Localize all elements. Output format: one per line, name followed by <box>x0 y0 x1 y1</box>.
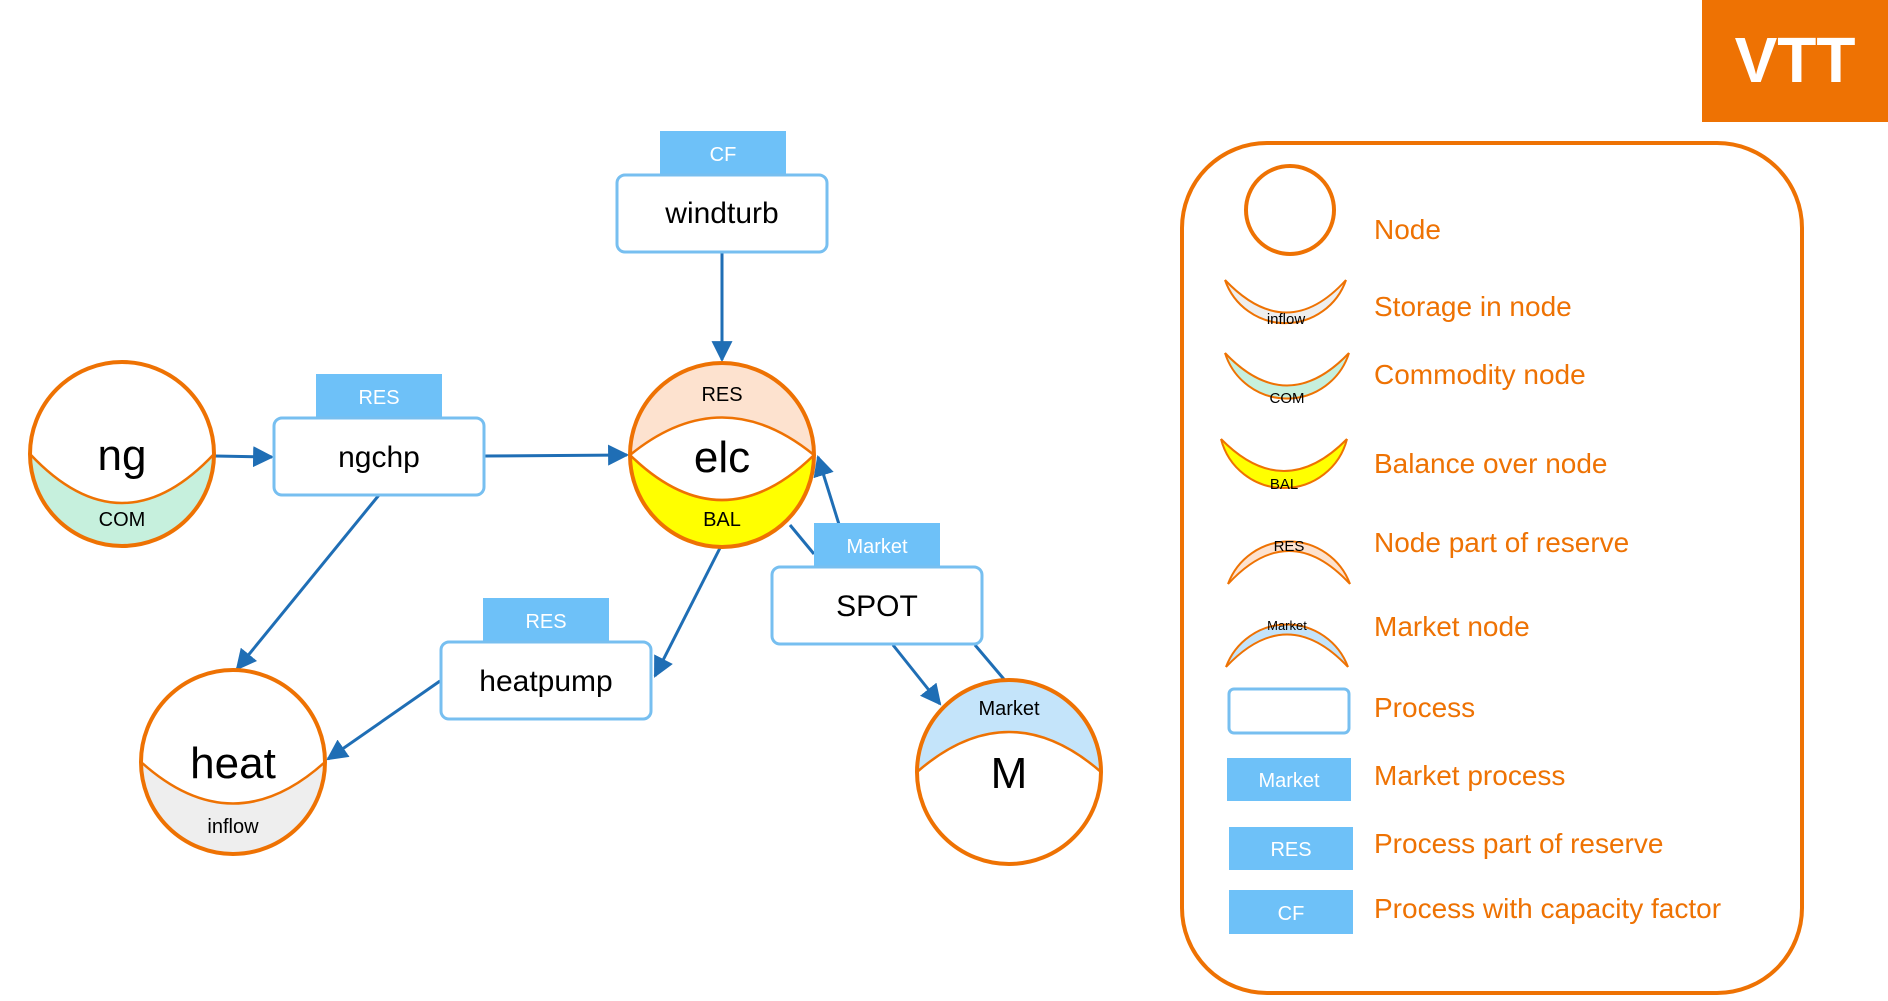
market-segment <box>917 680 1101 772</box>
legend-market-process-tag: Market <box>1258 770 1320 792</box>
legend-market-process-icon <box>1227 758 1351 801</box>
line-elc-to-spot <box>788 524 816 555</box>
legend-cf-process-label: Process with capacity factor <box>1374 893 1721 924</box>
legend-reserve-icon <box>1228 541 1350 584</box>
node-elc[interactable]: RES elc BAL <box>628 361 816 549</box>
balance-tag: BAL <box>703 509 741 531</box>
legend-storage-tag: inflow <box>1267 311 1306 328</box>
process-windturb[interactable]: CF windturb <box>615 131 829 254</box>
legend-node-label: Node <box>1374 214 1441 245</box>
legend-cf-process-icon <box>1229 890 1353 934</box>
legend-market-label: Market node <box>1374 611 1530 642</box>
legend-node-icon <box>1244 164 1336 256</box>
storage-tag: inflow <box>207 816 259 838</box>
arrow-spot-to-m <box>891 644 942 706</box>
market-tag: Market <box>846 536 908 558</box>
legend-reserve-tag: RES <box>1274 538 1305 555</box>
node-circle <box>628 361 816 549</box>
process-box <box>770 565 984 646</box>
process-box <box>272 416 486 497</box>
commodity-tag: COM <box>99 509 146 531</box>
reserve-tag: RES <box>358 387 399 409</box>
arrow-ngchp-to-heat <box>235 494 381 671</box>
node-label: ng <box>98 431 147 480</box>
legend-balance-tag: BAL <box>1270 476 1298 493</box>
legend-balance-label: Balance over node <box>1374 448 1608 479</box>
legend-process-icon <box>1227 687 1351 735</box>
market-tag-box <box>814 523 940 566</box>
cf-tag-box <box>660 131 786 174</box>
arrow-ngchp-to-elc <box>484 444 630 466</box>
legend-process-label: Process <box>1374 692 1475 723</box>
logo-text: VTT <box>1735 24 1856 96</box>
arrow-ng-to-ngchp <box>214 446 275 468</box>
legend-market-process-label: Market process <box>1374 760 1565 791</box>
cf-tag: CF <box>710 144 737 166</box>
process-label: ngchp <box>338 441 420 474</box>
node-circle <box>139 668 327 856</box>
node-circle <box>915 678 1103 866</box>
storage-segment <box>141 762 325 854</box>
node-heat[interactable]: heat inflow <box>139 668 327 856</box>
vtt-logo: VTT <box>1702 0 1888 122</box>
legend-reserve-process-tag: RES <box>1270 839 1311 861</box>
process-label: windturb <box>664 197 778 230</box>
node-ng[interactable]: ng COM <box>28 360 216 548</box>
process-ngchp[interactable]: RES ngchp <box>272 374 486 497</box>
reserve-tag-box <box>316 374 442 417</box>
node-m[interactable]: Market M <box>915 678 1103 866</box>
legend-market-tag: Market <box>1267 618 1307 633</box>
node-label: elc <box>694 433 750 482</box>
node-label: heat <box>190 739 276 788</box>
legend-balance-icon <box>1221 439 1347 489</box>
legend: Node inflow Storage in node COM Commodit… <box>1180 141 1804 995</box>
legend-reserve-label: Node part of reserve <box>1374 527 1629 558</box>
process-box <box>615 173 829 254</box>
legend-cf-process-tag: CF <box>1278 903 1305 925</box>
arrow-elc-to-heatpump <box>653 547 722 678</box>
arrow-heatpump-to-heat <box>326 679 441 761</box>
process-label: heatpump <box>479 665 612 698</box>
legend-market-icon <box>1226 624 1348 667</box>
market-tag: Market <box>978 698 1040 720</box>
process-heatpump[interactable]: RES heatpump <box>439 598 653 721</box>
reserve-tag: RES <box>525 611 566 633</box>
process-label: SPOT <box>836 590 918 623</box>
reserve-tag: RES <box>701 384 742 406</box>
legend-storage-icon <box>1225 280 1346 324</box>
reserve-tag-box <box>483 598 609 641</box>
legend-frame <box>1180 141 1804 995</box>
process-spot[interactable]: Market SPOT <box>770 523 984 646</box>
legend-storage-label: Storage in node <box>1374 291 1572 322</box>
commodity-segment <box>30 454 214 546</box>
reserve-segment <box>630 363 814 455</box>
legend-reserve-process-label: Process part of reserve <box>1374 828 1663 859</box>
legend-commodity-tag: COM <box>1270 390 1305 407</box>
legend-commodity-label: Commodity node <box>1374 359 1586 390</box>
node-label: M <box>991 749 1028 798</box>
process-box <box>439 640 653 721</box>
legend-reserve-process-icon <box>1229 827 1353 870</box>
node-circle <box>28 360 216 548</box>
line-m-to-spot <box>973 644 1010 685</box>
legend-commodity-icon <box>1225 353 1349 399</box>
